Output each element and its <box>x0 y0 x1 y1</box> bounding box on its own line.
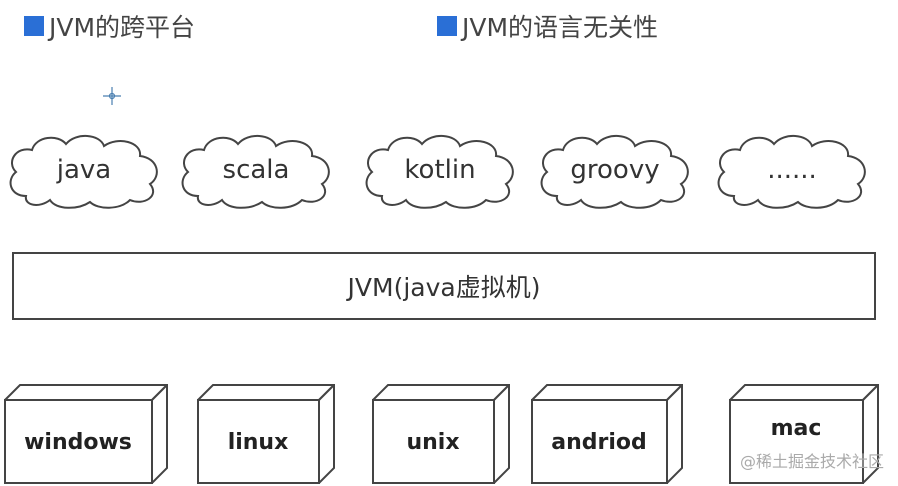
platform-box-andriod: andriod <box>531 384 683 484</box>
cloud-language-other: ...... <box>712 130 872 210</box>
platform-label: andriod <box>551 429 647 455</box>
cube-top-face <box>4 384 168 401</box>
cube-side-face <box>151 384 168 484</box>
language-label: groovy <box>570 155 660 185</box>
bullet-square-icon <box>24 16 44 36</box>
platform-label: linux <box>227 429 289 455</box>
cube-front-face <box>372 399 495 484</box>
platform-label: mac <box>770 416 822 441</box>
cloud-shape <box>365 135 514 209</box>
cloud-language-kotlin: kotlin <box>360 130 520 210</box>
cloud-language-java: java <box>4 130 164 210</box>
crosshair-cursor-icon <box>103 87 121 105</box>
cloud-shape <box>181 135 330 209</box>
platform-label: windows <box>24 429 132 455</box>
cube-shape <box>531 384 683 484</box>
cube-top-face <box>531 384 683 401</box>
platform-box-windows: windows <box>4 384 168 484</box>
cloud-outline <box>540 135 689 209</box>
cube-front-face <box>531 399 668 484</box>
platform-label: unix <box>406 429 460 455</box>
jvm-box: JVM(java虚拟机) <box>12 252 876 320</box>
language-label: java <box>56 155 112 185</box>
bullet-square-icon <box>437 16 457 36</box>
cloud-shape <box>540 135 689 209</box>
heading-language-independence: JVM的语言无关性 <box>437 8 658 44</box>
heading-text: JVM的语言无关性 <box>462 13 659 42</box>
language-label: ...... <box>767 155 817 185</box>
language-label: kotlin <box>404 155 476 185</box>
cube-shape <box>729 384 879 484</box>
platform-box-linux: linux <box>197 384 335 484</box>
cube-shape <box>4 384 168 484</box>
language-label: scala <box>222 155 290 185</box>
cloud-outline <box>717 135 866 209</box>
cube-shape <box>372 384 510 484</box>
cube-top-face <box>372 384 510 401</box>
jvm-label: JVM(java虚拟机) <box>347 273 541 302</box>
cube-side-face <box>318 384 335 484</box>
cloud-outline <box>9 135 158 209</box>
cloud-outline <box>365 135 514 209</box>
heading-text: JVM的跨平台 <box>49 13 196 42</box>
cube-side-face <box>666 384 683 484</box>
heading-cross-platform: JVM的跨平台 <box>24 8 195 44</box>
cube-front-face <box>197 399 320 484</box>
platform-box-mac: mac <box>729 384 879 484</box>
platform-box-unix: unix <box>372 384 510 484</box>
cube-shape <box>197 384 335 484</box>
cloud-shape <box>9 135 158 209</box>
cloud-language-groovy: groovy <box>535 130 695 210</box>
cloud-language-scala: scala <box>176 130 336 210</box>
cube-front-face <box>729 399 864 484</box>
cube-top-face <box>197 384 335 401</box>
cloud-shape <box>717 135 866 209</box>
cube-top-face <box>729 384 879 401</box>
watermark: @稀土掘金技术社区 <box>739 452 884 471</box>
cube-side-face <box>493 384 510 484</box>
cube-front-face <box>4 399 153 484</box>
cloud-outline <box>181 135 330 209</box>
